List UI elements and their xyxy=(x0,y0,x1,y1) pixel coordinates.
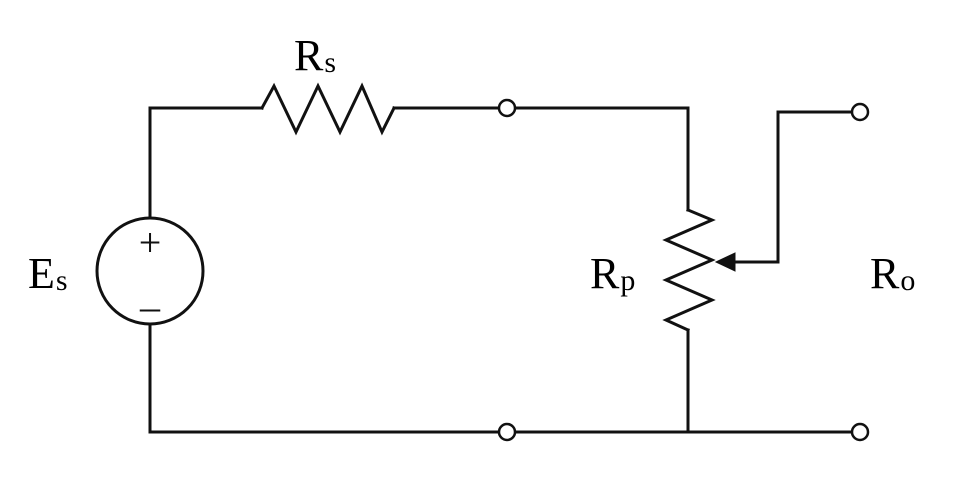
terminal-bottom-right xyxy=(850,422,870,442)
potentiometer-rp xyxy=(662,208,716,332)
wire-source-bottom xyxy=(148,322,501,434)
wire-terminal-to-pot xyxy=(513,106,690,212)
label-rs: Rs xyxy=(294,31,337,80)
series-resistor-rs xyxy=(259,82,397,136)
terminal-top-right xyxy=(850,102,870,122)
label-es: Es xyxy=(28,249,68,298)
wiper-arrow xyxy=(714,252,736,272)
terminal-bottom-left xyxy=(497,422,517,442)
voltage-source xyxy=(95,216,205,326)
terminal-top-left xyxy=(497,98,517,118)
wire-source-top xyxy=(148,106,264,220)
wiper-wire xyxy=(732,110,855,264)
source-minus-sign: – xyxy=(139,284,161,329)
label-ro: Ro xyxy=(870,249,916,298)
label-rp: Rp xyxy=(590,249,636,298)
source-plus-sign: + xyxy=(139,220,162,265)
